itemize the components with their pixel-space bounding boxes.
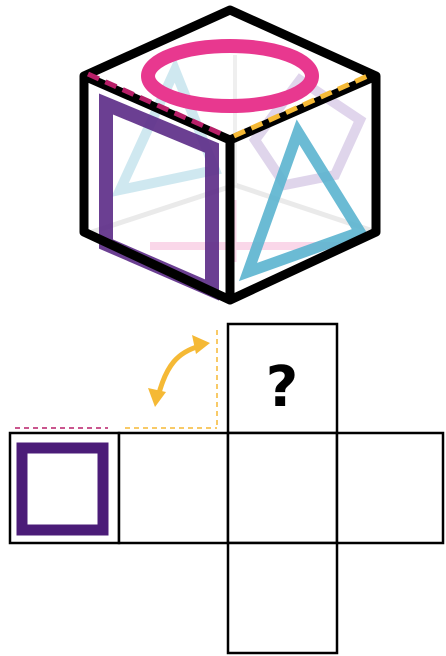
curved-arrow-icon	[148, 335, 210, 407]
cube-icon	[84, 10, 376, 300]
net-face-bottom	[228, 543, 337, 653]
cube-net: ?	[10, 324, 443, 653]
question-mark: ?	[266, 355, 298, 420]
net-face-left	[119, 433, 228, 543]
net-face-right	[337, 433, 443, 543]
net-face-center	[228, 433, 337, 543]
